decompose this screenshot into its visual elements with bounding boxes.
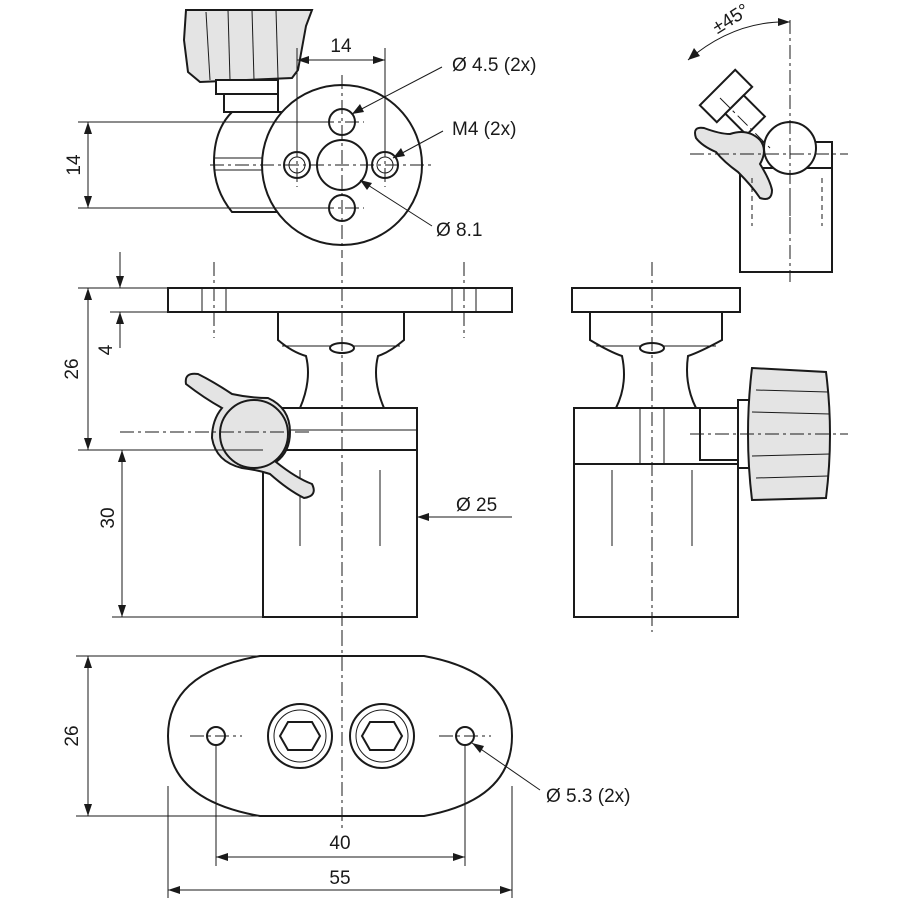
front-neck [277, 311, 405, 409]
callout-center-diameter: Ø 8.1 [436, 220, 482, 241]
callout-hole-diameter: Ø 4.5 (2x) [452, 55, 536, 76]
side-knob [747, 366, 831, 502]
dim-top-width: 14 [330, 36, 352, 57]
front-view: 26 4 30 Ø 25 [62, 252, 513, 632]
front-top-plate [167, 287, 513, 313]
callout-body-diameter: Ø 25 [456, 495, 497, 516]
callout-mount-hole: Ø 5.3 (2x) [546, 786, 630, 807]
knob-top [182, 9, 314, 84]
dim-base-width: 55 [329, 868, 350, 889]
side-top-plate [571, 287, 741, 313]
callout-thread: M4 (2x) [452, 119, 516, 140]
dim-hole-spacing: 40 [329, 833, 350, 854]
side-body-lower [573, 463, 739, 618]
dim-base-height: 26 [62, 725, 83, 746]
side-neck [589, 311, 723, 409]
dim-front-lower: 30 [98, 507, 119, 528]
tilted-wing-handle [694, 126, 774, 200]
base-view: 26 40 55 Ø 5.3 (2x) [62, 632, 630, 898]
dim-top-height: 14 [64, 154, 85, 176]
side-view [571, 262, 848, 632]
top-view: 14 14 Ø 4.5 (2x) M4 (2x) Ø 8.1 [64, 9, 536, 258]
angle-view: ±45° [687, 0, 848, 282]
dim-front-plate: 4 [96, 344, 117, 355]
dim-front-upper: 26 [62, 358, 83, 379]
